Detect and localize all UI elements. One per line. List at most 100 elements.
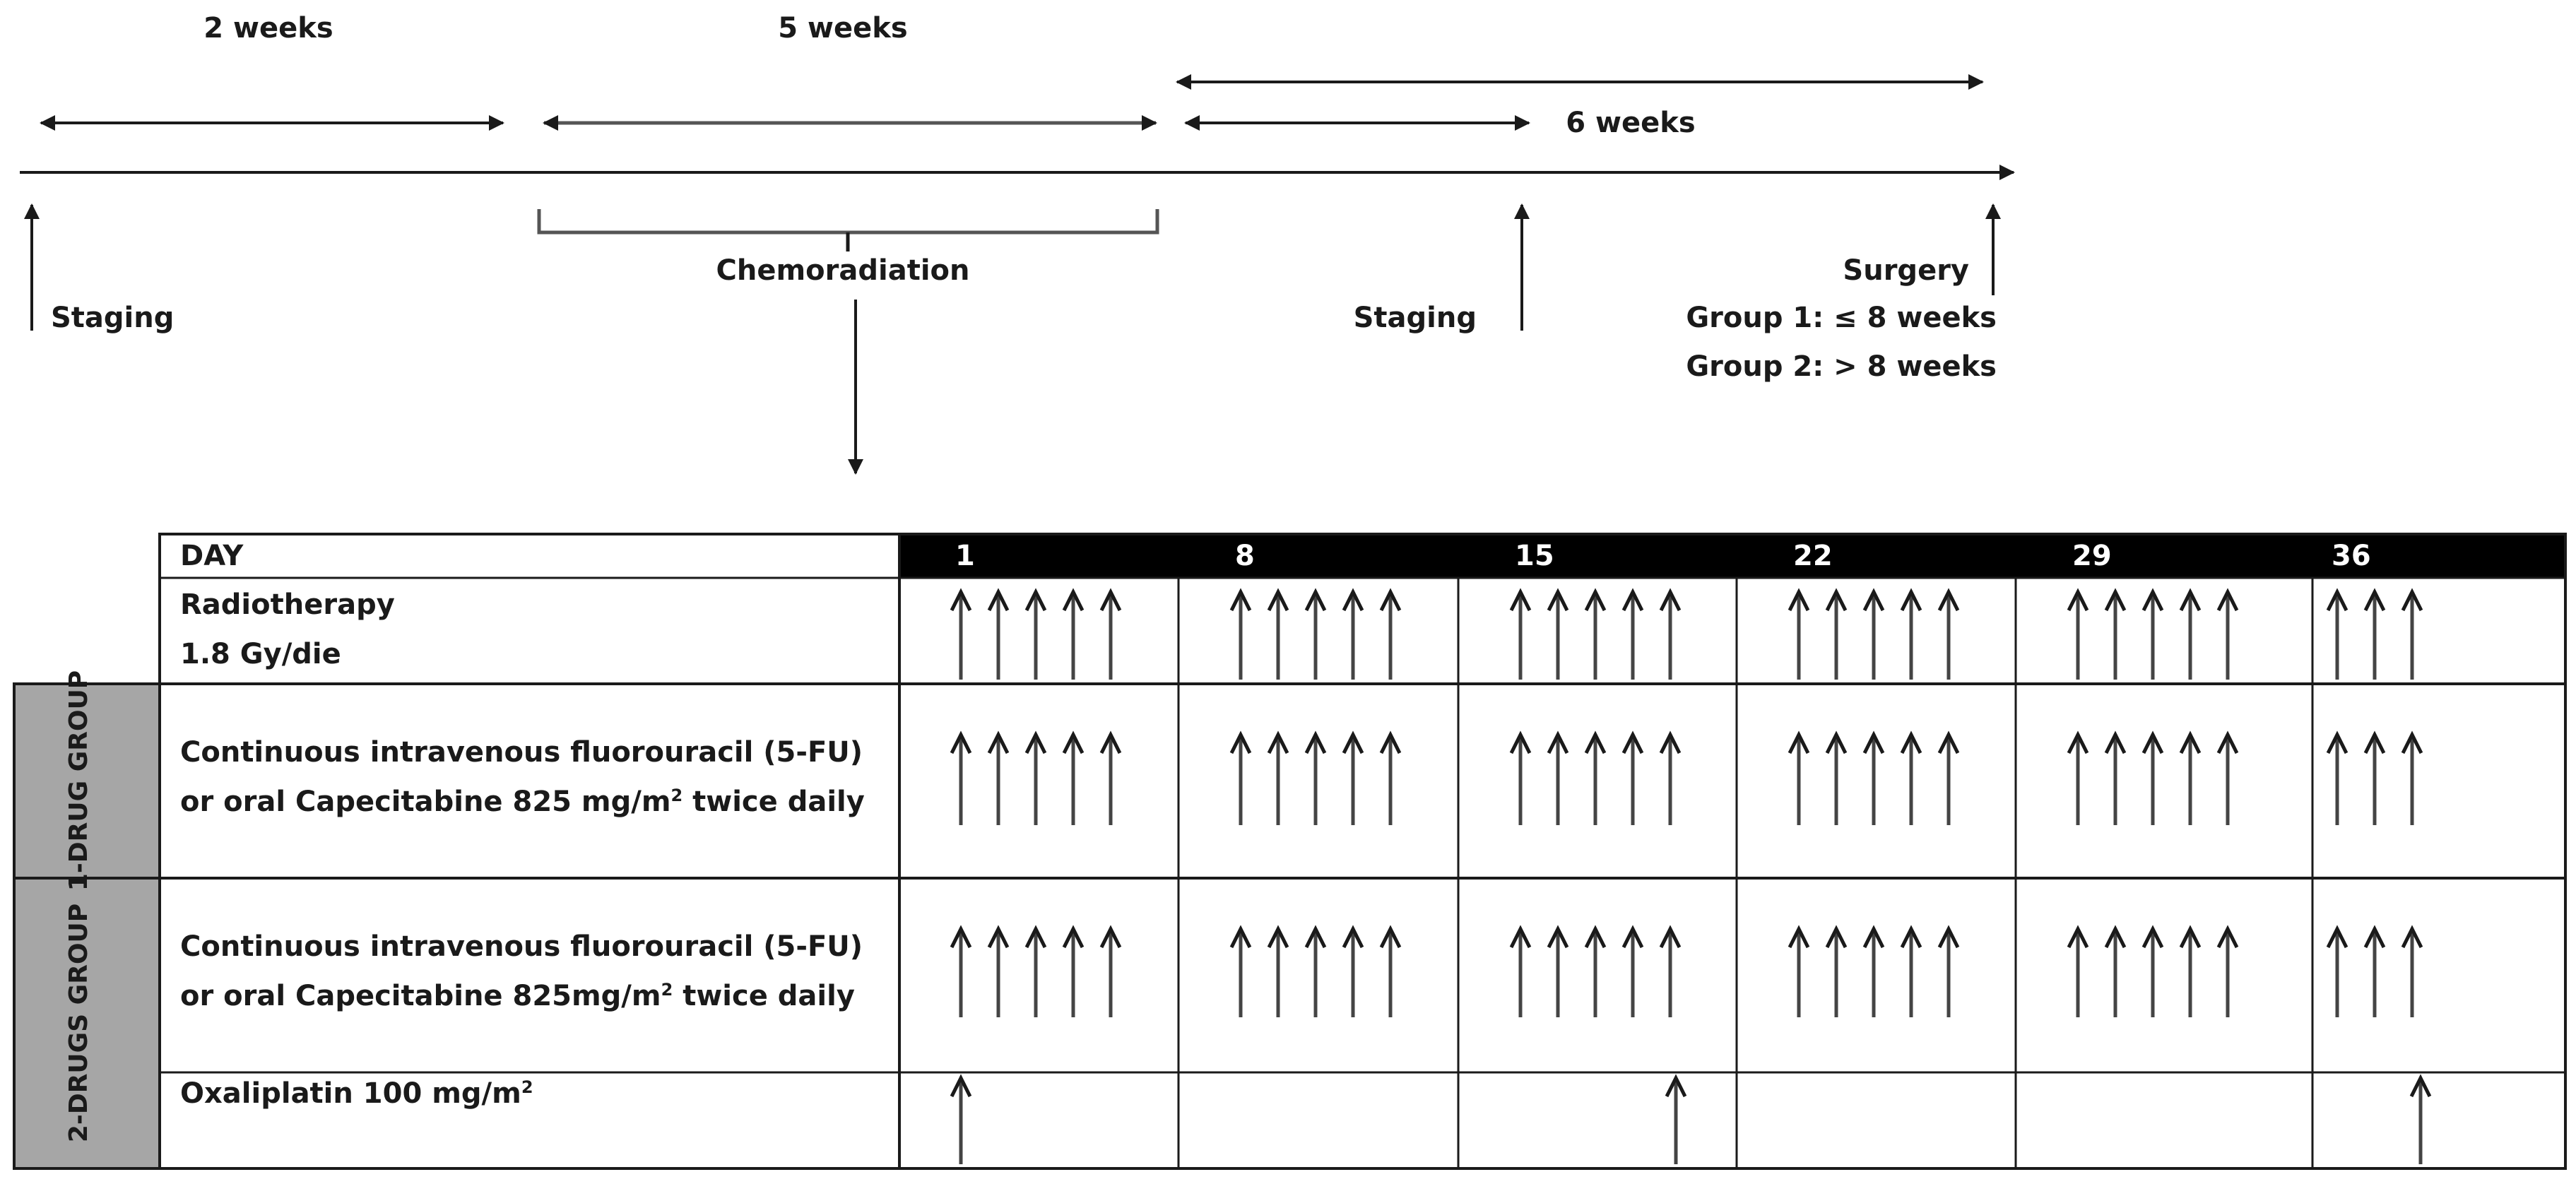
dose-arrow-two-drug bbox=[1788, 925, 1810, 1017]
two-drugs-group-bar bbox=[14, 878, 160, 1168]
dose-arrow-two-drug bbox=[1547, 925, 1569, 1017]
dose-arrow-one-drug bbox=[1267, 730, 1289, 825]
dose-arrow-one-drug bbox=[1062, 730, 1085, 825]
dose-arrow-radiotherapy bbox=[2363, 588, 2386, 680]
duration-2-weeks: 2 weeks bbox=[203, 12, 333, 45]
dose-arrow-one-drug bbox=[1024, 730, 1047, 825]
dose-arrow-radiotherapy bbox=[1229, 588, 1252, 680]
dose-arrow-radiotherapy bbox=[987, 588, 1010, 680]
two-drug-regimen-line1: Continuous intravenous fluorouracil (5-F… bbox=[180, 930, 863, 963]
dose-arrow-two-drug bbox=[2104, 925, 2127, 1017]
dose-arrow-radiotherapy bbox=[950, 588, 972, 680]
dose-arrow-radiotherapy bbox=[2179, 588, 2202, 680]
group-2-timing: Group 2: > 8 weeks bbox=[1686, 350, 1997, 383]
dose-arrow-one-drug bbox=[2067, 730, 2089, 825]
dose-arrow-one-drug bbox=[1900, 730, 1922, 825]
chemoradiation-label: Chemoradiation bbox=[716, 254, 970, 287]
chemoradiation-bracket bbox=[537, 209, 1159, 235]
dose-arrow-two-drug bbox=[1584, 925, 1607, 1017]
dose-arrow-two-drug bbox=[2141, 925, 2164, 1017]
dose-arrow-radiotherapy bbox=[1621, 588, 1644, 680]
one-drug-regimen-line1: Continuous intravenous fluorouracil (5-F… bbox=[180, 736, 863, 769]
timeline: 2 weeks 5 weeks 6 weeks Staging Chemorad… bbox=[20, 12, 2015, 475]
dose-arrow-one-drug bbox=[1547, 730, 1569, 825]
dose-arrow-radiotherapy bbox=[1509, 588, 1532, 680]
dose-arrow-two-drug bbox=[950, 925, 972, 1017]
dose-arrow-oxaliplatin bbox=[2409, 1074, 2432, 1164]
dose-arrow-two-drug bbox=[2179, 925, 2202, 1017]
dose-arrow-two-drug bbox=[1342, 925, 1364, 1017]
dose-arrow-two-drug bbox=[2363, 925, 2386, 1017]
dose-arrow-radiotherapy bbox=[1267, 588, 1289, 680]
dose-arrow-radiotherapy bbox=[1788, 588, 1810, 680]
dose-arrow-one-drug bbox=[1937, 730, 1960, 825]
dose-arrow-radiotherapy bbox=[2216, 588, 2239, 680]
dose-arrow-radiotherapy bbox=[2141, 588, 2164, 680]
dose-arrow-radiotherapy bbox=[1099, 588, 1122, 680]
dose-arrow-one-drug bbox=[1342, 730, 1364, 825]
dose-arrow-one-drug bbox=[2141, 730, 2164, 825]
dose-arrow-oxaliplatin bbox=[950, 1074, 972, 1164]
staging-2-label: Staging bbox=[1354, 302, 1477, 334]
dose-arrow-two-drug bbox=[2401, 925, 2423, 1017]
dose-arrow-one-drug bbox=[2216, 730, 2239, 825]
day-header-15: 15 bbox=[1515, 540, 1554, 572]
dose-arrow-radiotherapy bbox=[1547, 588, 1569, 680]
dose-arrow-radiotherapy bbox=[2067, 588, 2089, 680]
dose-arrow-two-drug bbox=[1900, 925, 1922, 1017]
oxaliplatin-label: Oxaliplatin 100 mg/m2 bbox=[180, 1077, 533, 1110]
dose-arrow-one-drug bbox=[950, 730, 972, 825]
dose-arrow-radiotherapy bbox=[1024, 588, 1047, 680]
duration-5-weeks: 5 weeks bbox=[778, 12, 907, 45]
dose-arrow-two-drug bbox=[1229, 925, 1252, 1017]
day-header-bar bbox=[899, 534, 2565, 578]
dose-arrow-one-drug bbox=[2326, 730, 2348, 825]
dose-arrow-one-drug bbox=[2401, 730, 2423, 825]
dose-arrow-two-drug bbox=[2216, 925, 2239, 1017]
schedule-table: DAY 1 8 15 22 29 36 1-DRUG GROUP 2-DRUGS… bbox=[13, 533, 2567, 1170]
dose-arrow-one-drug bbox=[1509, 730, 1532, 825]
radiotherapy-dose: 1.8 Gy/die bbox=[180, 638, 341, 670]
dose-arrow-radiotherapy bbox=[1862, 588, 1885, 680]
dose-arrow-radiotherapy bbox=[1062, 588, 1085, 680]
surgery-label: Surgery bbox=[1843, 254, 1969, 287]
one-drug-group-label: 1-DRUG GROUP bbox=[64, 670, 93, 891]
dose-arrow-radiotherapy bbox=[1659, 588, 1682, 680]
day-header-29: 29 bbox=[2072, 540, 2112, 572]
dose-arrow-one-drug bbox=[2179, 730, 2202, 825]
dose-arrow-two-drug bbox=[1509, 925, 1532, 1017]
dose-arrow-one-drug bbox=[1659, 730, 1682, 825]
day-header-8: 8 bbox=[1235, 540, 1255, 572]
day-header-22: 22 bbox=[1793, 540, 1833, 572]
dose-arrow-two-drug bbox=[1659, 925, 1682, 1017]
day-header-label: DAY bbox=[180, 540, 244, 572]
dose-arrow-one-drug bbox=[1862, 730, 1885, 825]
dose-arrow-one-drug bbox=[1584, 730, 1607, 825]
dose-arrow-two-drug bbox=[987, 925, 1010, 1017]
dose-arrow-one-drug bbox=[1825, 730, 1848, 825]
staging-1-label: Staging bbox=[51, 302, 174, 334]
dose-arrow-one-drug bbox=[1788, 730, 1810, 825]
radiotherapy-label: Radiotherapy bbox=[180, 588, 395, 621]
dose-arrows bbox=[950, 588, 2432, 1164]
dose-arrow-radiotherapy bbox=[2104, 588, 2127, 680]
dose-arrow-two-drug bbox=[1304, 925, 1327, 1017]
dose-arrow-radiotherapy bbox=[2401, 588, 2423, 680]
dose-arrow-two-drug bbox=[1379, 925, 1402, 1017]
dose-arrow-radiotherapy bbox=[1342, 588, 1364, 680]
dose-arrow-one-drug bbox=[1379, 730, 1402, 825]
dose-arrow-oxaliplatin bbox=[1665, 1074, 1687, 1164]
dose-arrow-radiotherapy bbox=[1584, 588, 1607, 680]
dose-arrow-radiotherapy bbox=[1825, 588, 1848, 680]
one-drug-regimen-line2: or oral Capecitabine 825 mg/m2 twice dai… bbox=[180, 786, 865, 818]
dose-arrow-two-drug bbox=[1937, 925, 1960, 1017]
one-drug-group-bar bbox=[14, 684, 160, 878]
dose-arrow-two-drug bbox=[1099, 925, 1122, 1017]
dose-arrow-radiotherapy bbox=[2326, 588, 2348, 680]
two-drugs-group-label: 2-DRUGS GROUP bbox=[64, 904, 93, 1142]
day-header-label-cell bbox=[160, 534, 899, 578]
dose-arrow-one-drug bbox=[2363, 730, 2386, 825]
dose-arrow-two-drug bbox=[1862, 925, 1885, 1017]
dose-arrow-radiotherapy bbox=[1900, 588, 1922, 680]
dose-arrow-one-drug bbox=[987, 730, 1010, 825]
